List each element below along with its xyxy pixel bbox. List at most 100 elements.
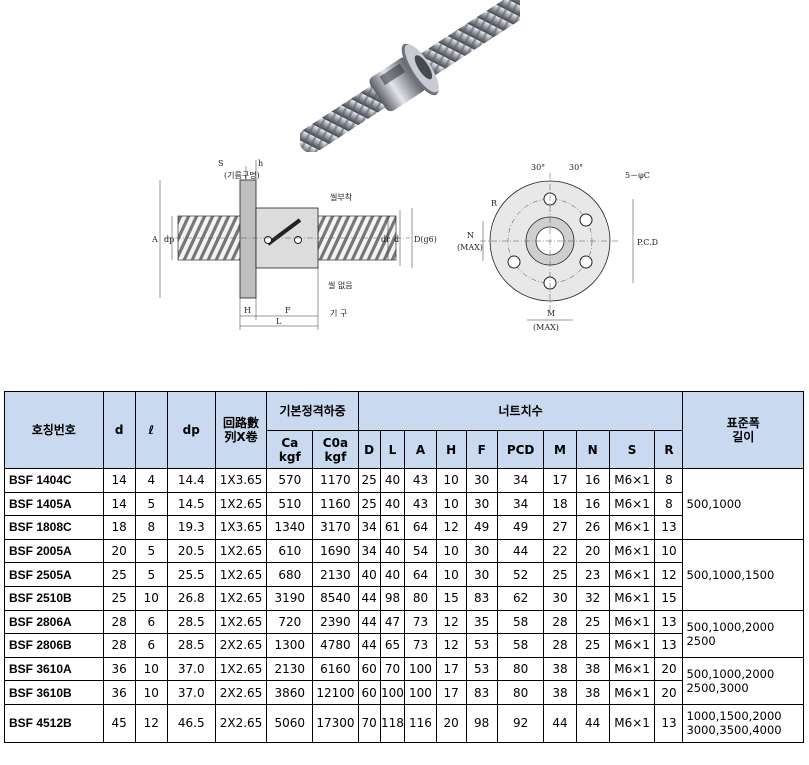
cell-nut-l: 40 (379, 562, 406, 587)
cell-nut-f: 53 (465, 633, 498, 658)
cell-nut-a: 64 (404, 562, 437, 587)
header-load-group: 기본정격하중 (266, 391, 359, 431)
label-f: F (285, 306, 291, 315)
cell-nut-h: 10 (435, 468, 467, 493)
cell-nut-s: M6×1 (608, 538, 656, 564)
cell-nut-m: 30 (543, 585, 577, 611)
cell-nut-d: 34 (357, 515, 381, 540)
cell-nut-n: 16 (575, 491, 610, 517)
header-nut-h: H (435, 430, 467, 469)
label-max-1: (MAX) (457, 243, 483, 252)
cell-lead: 6 (134, 633, 168, 658)
cell-circuits: 1X2.65 (214, 585, 268, 611)
cell-nut-s: M6×1 (608, 562, 656, 587)
cell-ca: 610 (266, 538, 314, 564)
cell-nut-d: 60 (357, 656, 381, 682)
label-dg6: D(g6) (414, 235, 437, 244)
cell-ca: 1340 (266, 515, 314, 540)
cell-std-length-3: 500,1000,2000 2500 (682, 609, 804, 658)
cell-nut-d: 44 (357, 585, 381, 611)
header-std-line2: 길이 (732, 430, 755, 444)
header-c0a: C0a kgf (312, 430, 359, 469)
cell-nut-pcd: 92 (496, 703, 545, 743)
cell-ca: 5060 (266, 703, 314, 743)
cell-nut-f: 30 (465, 491, 498, 517)
cell-nut-l: 70 (379, 656, 406, 682)
cell-nut-n: 32 (575, 585, 610, 611)
cell-nut-n: 20 (575, 538, 610, 564)
cell-std-length-5: 1000,1500,2000 3000,3500,4000 (682, 703, 804, 743)
cell-model: BSF 3610A (4, 656, 104, 682)
cell-nut-l: 100 (379, 680, 406, 705)
header-c0a-line1: C0a (322, 435, 349, 450)
header-nut-group: 너트치수 (357, 391, 684, 431)
cell-model: BSF 2005A (4, 538, 104, 564)
cell-nut-s: M6×1 (608, 491, 656, 517)
cell-c0a: 6160 (312, 656, 359, 682)
label-h-top: h (258, 159, 263, 168)
cell-d: 20 (102, 538, 136, 564)
cell-nut-l: 40 (379, 468, 406, 493)
cell-nut-h: 10 (435, 562, 467, 587)
table-row: BSF 3610A 36 10 37.0 1X2.65 2130 6160 60… (4, 656, 804, 705)
std-length-4-line2: 2500,3000 (686, 680, 749, 695)
cell-nut-h: 12 (435, 515, 467, 540)
cell-lead: 10 (134, 585, 168, 611)
cell-d: 25 (102, 585, 136, 611)
cell-nut-l: 40 (379, 538, 406, 564)
cell-nut-l: 65 (379, 633, 406, 658)
cell-nut-m: 27 (543, 515, 577, 540)
cell-nut-a: 100 (404, 680, 437, 705)
table-row: BSF 1404C 14 4 14.4 1X3.65 570 1170 25 4… (4, 468, 804, 540)
cell-nut-m: 17 (543, 468, 577, 493)
cell-nut-r: 15 (654, 585, 684, 611)
cell-nut-f: 49 (465, 515, 498, 540)
cell-nut-h: 12 (435, 633, 467, 658)
cell-nut-pcd: 34 (496, 468, 545, 493)
cell-nut-a: 64 (404, 515, 437, 540)
cell-nut-a: 100 (404, 656, 437, 682)
cell-nut-s: M6×1 (608, 633, 656, 658)
label-ruler: 기 구 (330, 309, 347, 318)
cell-nut-s: M6×1 (608, 703, 656, 743)
header-c0a-line2: kgf (324, 449, 347, 464)
label-h-bottom: H (244, 306, 251, 315)
cell-nut-h: 20 (435, 703, 467, 743)
cell-nut-d: 60 (357, 680, 381, 705)
cell-lead: 10 (134, 680, 168, 705)
cell-dp: 14.5 (166, 491, 216, 517)
cell-nut-pcd: 58 (496, 609, 545, 635)
cell-ca: 720 (266, 609, 314, 635)
cell-circuits: 1X2.65 (214, 656, 268, 682)
cell-nut-l: 98 (379, 585, 406, 611)
cell-nut-s: M6×1 (608, 585, 656, 611)
cell-nut-a: 116 (404, 703, 437, 743)
cell-nut-s: M6×1 (608, 468, 656, 493)
cell-nut-m: 28 (543, 633, 577, 658)
cell-nut-l: 61 (379, 515, 406, 540)
cell-nut-a: 73 (404, 609, 437, 635)
std-length-5-line2: 3000,3500,4000 (686, 723, 782, 738)
cell-nut-m: 22 (543, 538, 577, 564)
cell-nut-h: 17 (435, 656, 467, 682)
cell-nut-r: 20 (654, 680, 684, 705)
header-std-length: 표준폭 길이 (682, 391, 804, 469)
cell-circuits: 1X2.65 (214, 562, 268, 587)
header-nut-d: D (357, 430, 381, 469)
table-row: BSF 1405A 14 5 14.5 1X2.65 510 1160 25 4… (4, 491, 804, 517)
cell-nut-f: 98 (465, 703, 498, 743)
cell-circuits: 2X2.65 (214, 703, 268, 743)
cell-nut-pcd: 52 (496, 562, 545, 587)
cell-ca: 1300 (266, 633, 314, 658)
cell-lead: 5 (134, 562, 168, 587)
cell-nut-m: 38 (543, 656, 577, 682)
cell-nut-pcd: 44 (496, 538, 545, 564)
cell-dp: 14.4 (166, 468, 216, 493)
cell-nut-pcd: 80 (496, 656, 545, 682)
header-nut-r: R (654, 430, 684, 469)
cell-circuits: 1X3.65 (214, 515, 268, 540)
cell-nut-r: 13 (654, 515, 684, 540)
cell-lead: 6 (134, 609, 168, 635)
header-nut-f: F (465, 430, 498, 469)
cell-lead: 12 (134, 703, 168, 743)
